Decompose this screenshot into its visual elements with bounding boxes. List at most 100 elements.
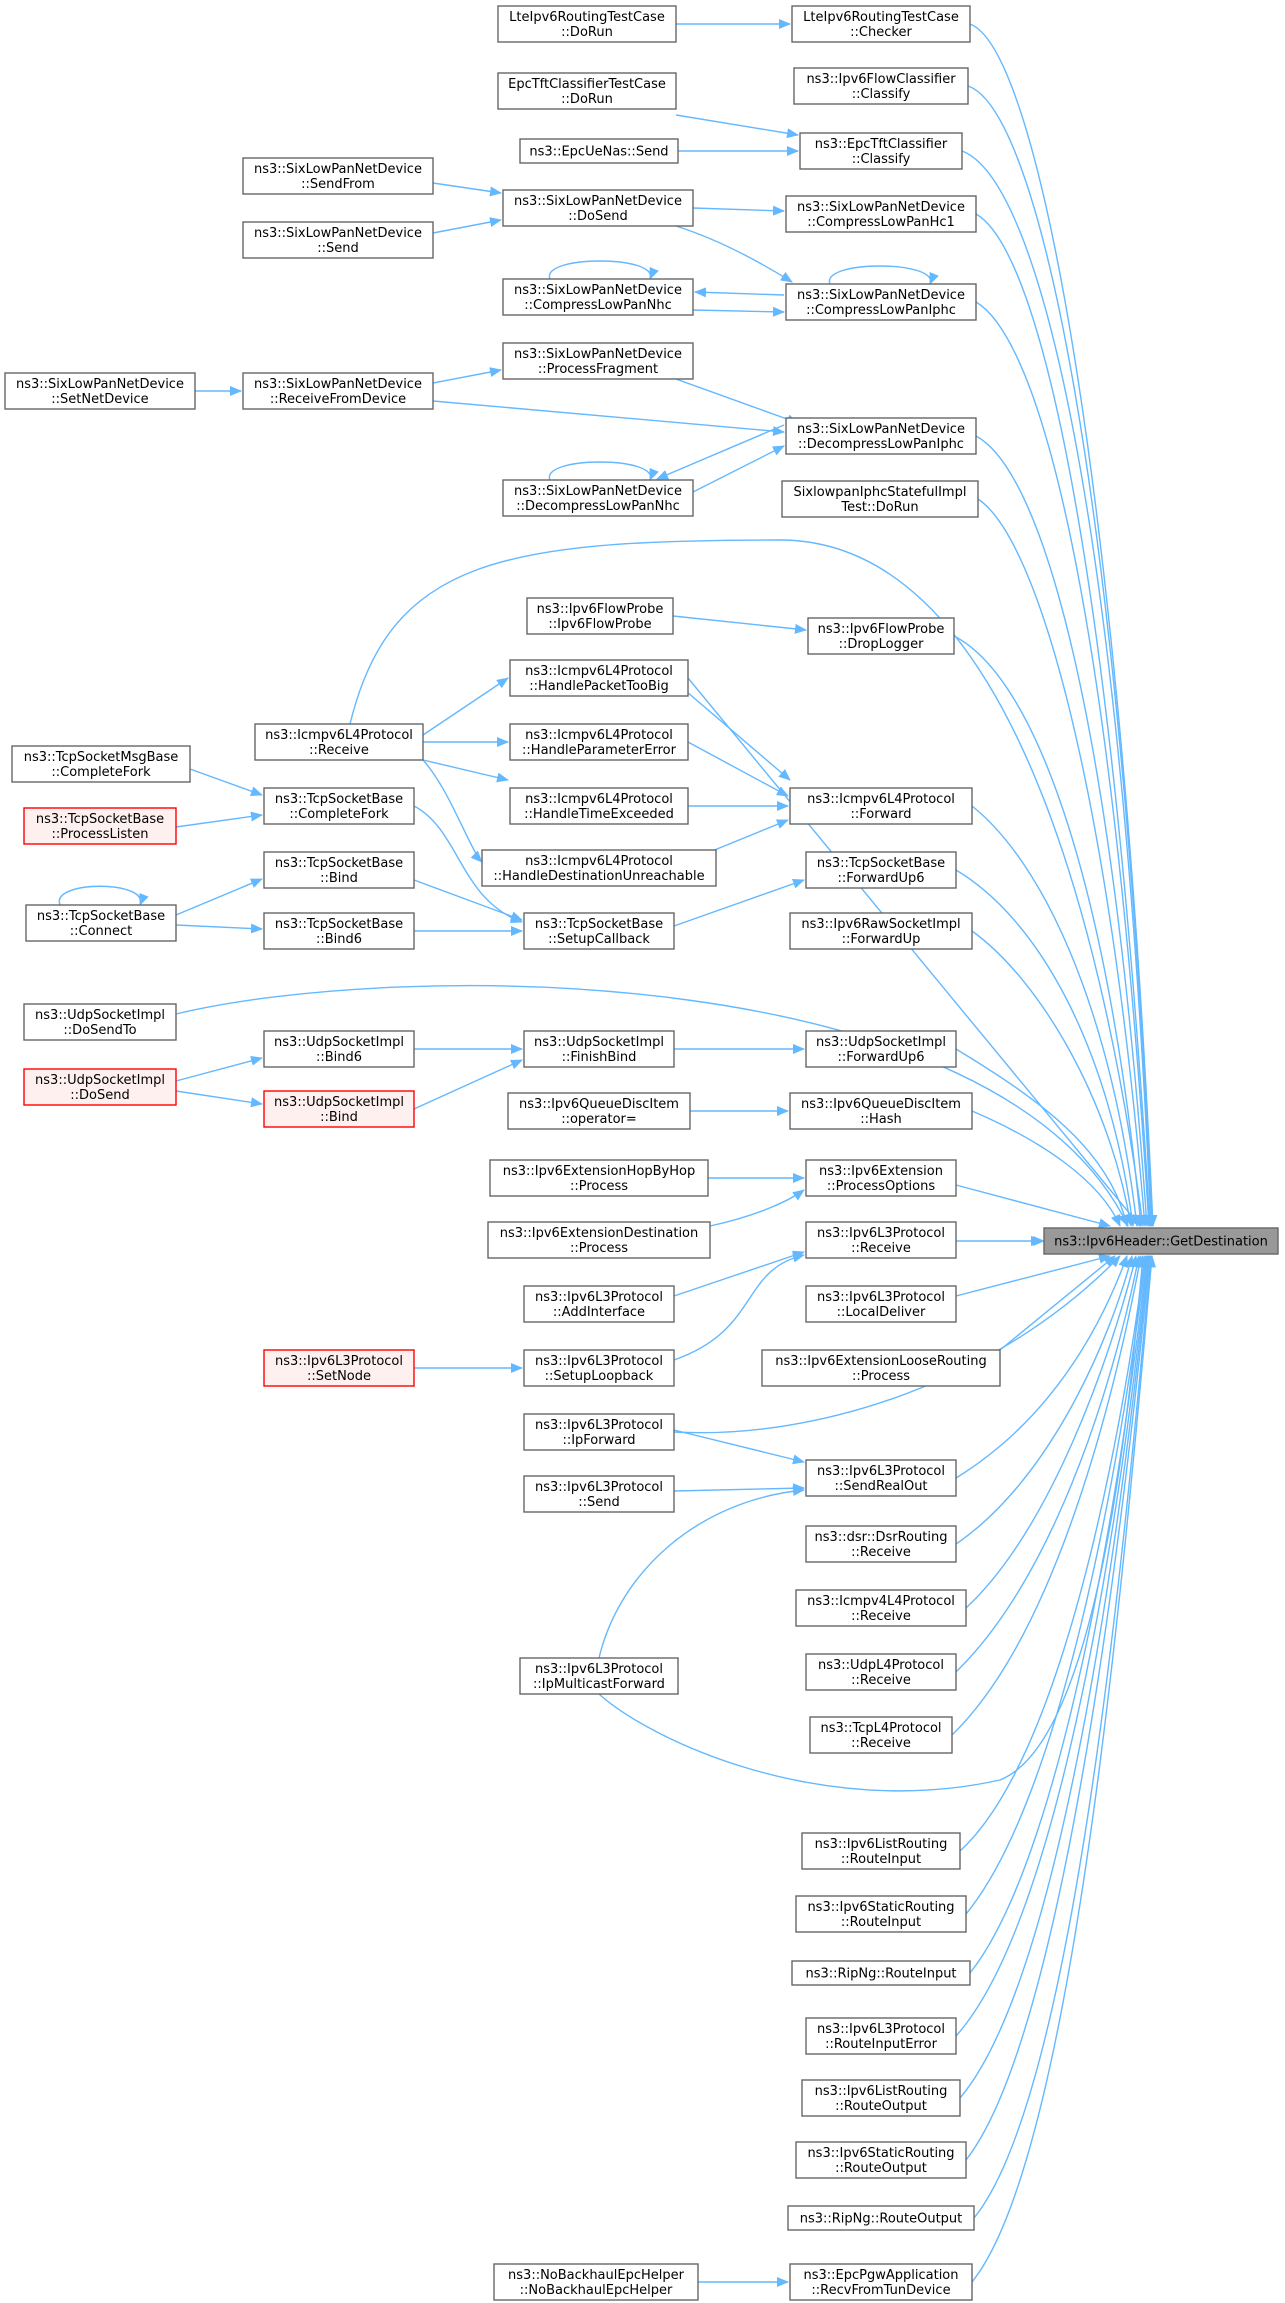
function-node-box[interactable]	[242, 372, 434, 410]
function-node[interactable]: ns3::Ipv6L3Protocol::IpForward	[523, 1413, 675, 1451]
function-node-box[interactable]	[263, 912, 415, 950]
function-node-box[interactable]	[509, 723, 689, 761]
function-node-box[interactable]	[502, 342, 694, 380]
function-node-box[interactable]	[481, 849, 717, 887]
function-node[interactable]: ns3::SixLowPanNetDevice::SendFrom	[242, 157, 434, 195]
function-node[interactable]: ns3::UdpSocketImpl::Bind6	[263, 1030, 415, 1068]
function-node[interactable]: ns3::Ipv6FlowProbe::Ipv6FlowProbe	[526, 597, 674, 635]
function-node[interactable]: ns3::Ipv6Extension::ProcessOptions	[805, 1159, 957, 1197]
function-node-box[interactable]	[805, 1285, 957, 1323]
function-node-box[interactable]	[795, 1589, 967, 1627]
function-node[interactable]: ns3::dsr::DsrRouting::Receive	[805, 1525, 957, 1563]
function-node-box[interactable]	[795, 1895, 967, 1933]
function-node[interactable]: ns3::UdpSocketImpl::FinishBind	[523, 1030, 675, 1068]
function-node-box[interactable]	[23, 1068, 177, 1106]
function-node-box[interactable]	[801, 2079, 961, 2117]
function-node-box[interactable]	[523, 1413, 675, 1451]
function-node-box[interactable]	[254, 723, 424, 761]
function-node-box[interactable]	[519, 138, 679, 164]
function-node-box[interactable]	[781, 480, 979, 518]
function-node[interactable]: ns3::SixLowPanNetDevice::DoSend	[502, 189, 694, 227]
function-node[interactable]: ns3::TcpSocketBase::ForwardUp6	[805, 851, 957, 889]
function-node-box[interactable]	[809, 1716, 953, 1754]
function-node-box[interactable]	[263, 1090, 415, 1128]
function-node[interactable]: ns3::Ipv6ExtensionDestination::Process	[487, 1221, 711, 1259]
function-node-box[interactable]	[487, 1221, 711, 1259]
function-node-box[interactable]	[263, 787, 415, 825]
function-node-box[interactable]	[805, 1459, 957, 1497]
function-node-box[interactable]	[805, 2017, 957, 2055]
function-node[interactable]: ns3::Icmpv6L4Protocol::HandleParameterEr…	[509, 723, 689, 761]
function-node[interactable]: ns3::UdpSocketImpl::DoSendTo	[23, 1003, 177, 1041]
function-node[interactable]: ns3::TcpSocketBase::Bind6	[263, 912, 415, 950]
function-node-box[interactable]	[789, 787, 973, 825]
function-node-box[interactable]	[785, 417, 977, 455]
function-node[interactable]: ns3::Icmpv6L4Protocol::HandleTimeExceede…	[509, 787, 689, 825]
function-node[interactable]: ns3::TcpSocketBase::Connect	[25, 904, 177, 942]
function-node[interactable]: ns3::EpcUeNas::Send	[519, 138, 679, 164]
function-node-box[interactable]	[242, 221, 434, 259]
function-node-box[interactable]	[493, 2263, 699, 2301]
function-node[interactable]: ns3::Ipv6ListRouting::RouteOutput	[801, 2079, 961, 2117]
function-node[interactable]: ns3::TcpSocketBase::SetupCallback	[523, 912, 675, 950]
function-node[interactable]: ns3::Ipv6StaticRouting::RouteInput	[795, 1895, 967, 1933]
function-node-box[interactable]	[799, 132, 963, 170]
function-node-box[interactable]	[805, 1653, 957, 1691]
function-node-box[interactable]	[805, 1221, 957, 1259]
function-node[interactable]: ns3::SixLowPanNetDevice::CompressLowPanH…	[785, 195, 977, 233]
function-node-box[interactable]	[523, 1349, 675, 1387]
function-node-box[interactable]	[11, 745, 191, 783]
function-node[interactable]: ns3::TcpSocketMsgBase::CompleteFork	[11, 745, 191, 783]
function-node[interactable]: ns3::Ipv6ExtensionHopByHop::Process	[489, 1159, 709, 1197]
function-node[interactable]: ns3::Ipv6FlowProbe::DropLogger	[807, 617, 955, 655]
function-node[interactable]: ns3::TcpSocketBase::ProcessListen	[23, 807, 177, 845]
function-node[interactable]: ns3::EpcTftClassifier::Classify	[799, 132, 963, 170]
function-node[interactable]: ns3::UdpSocketImpl::DoSend	[23, 1068, 177, 1106]
function-node-box[interactable]	[502, 189, 694, 227]
function-node[interactable]: LteIpv6RoutingTestCase::DoRun	[497, 5, 677, 43]
function-node-box[interactable]	[263, 1349, 415, 1387]
function-node[interactable]: ns3::EpcPgwApplication::RecvFromTunDevic…	[789, 2263, 973, 2301]
function-node-box[interactable]	[785, 283, 977, 321]
function-node[interactable]: ns3::SixLowPanNetDevice::ProcessFragment	[502, 342, 694, 380]
function-node[interactable]: ns3::Ipv6QueueDiscItem::operator=	[507, 1092, 691, 1130]
function-node[interactable]: ns3::Ipv6StaticRouting::RouteOutput	[795, 2141, 967, 2179]
function-node-box[interactable]	[523, 1475, 675, 1513]
function-node-box[interactable]	[761, 1349, 1001, 1387]
function-node-box[interactable]	[489, 1159, 709, 1197]
function-node[interactable]: ns3::UdpSocketImpl::ForwardUp6	[805, 1030, 957, 1068]
function-node[interactable]: ns3::Ipv6L3Protocol::Send	[523, 1475, 675, 1513]
function-node[interactable]: ns3::Icmpv6L4Protocol::HandleDestination…	[481, 849, 717, 887]
function-node-box[interactable]	[526, 597, 674, 635]
function-node-box[interactable]	[805, 1525, 957, 1563]
function-node-box[interactable]	[519, 1657, 679, 1695]
function-node-box[interactable]	[23, 807, 177, 845]
function-node[interactable]: ns3::Ipv6L3Protocol::SetupLoopback	[523, 1349, 675, 1387]
function-node-box[interactable]	[507, 1092, 691, 1130]
function-node[interactable]: ns3::SixLowPanNetDevice::SetNetDevice	[4, 372, 196, 410]
function-node[interactable]: ns3::Icmpv6L4Protocol::Forward	[789, 787, 973, 825]
function-node[interactable]: ns3::Ipv6L3Protocol::SendRealOut	[805, 1459, 957, 1497]
function-node[interactable]: ns3::SixLowPanNetDevice::DecompressLowPa…	[785, 417, 977, 455]
function-node[interactable]: ns3::Ipv6L3Protocol::Receive	[805, 1221, 957, 1259]
function-node-box[interactable]	[502, 479, 694, 517]
function-node-box[interactable]	[502, 278, 694, 316]
function-node[interactable]: ns3::Ipv6RawSocketImpl::ForwardUp	[789, 912, 973, 950]
function-node-box[interactable]	[801, 1832, 961, 1870]
function-node-box[interactable]	[263, 851, 415, 889]
function-node-box[interactable]	[497, 5, 677, 43]
function-node-box[interactable]	[795, 2141, 967, 2179]
function-node[interactable]: ns3::Icmpv6L4Protocol::HandlePacketTooBi…	[509, 659, 689, 697]
target-function-node[interactable]: ns3::Ipv6Header::GetDestination	[1043, 1227, 1279, 1255]
function-node[interactable]: ns3::SixLowPanNetDevice::CompressLowPanN…	[502, 278, 694, 316]
function-node[interactable]: ns3::Ipv6L3Protocol::SetNode	[263, 1349, 415, 1387]
function-node[interactable]: EpcTftClassifierTestCase::DoRun	[497, 72, 677, 110]
function-node[interactable]: ns3::Ipv6L3Protocol::IpMulticastForward	[519, 1657, 679, 1695]
function-node[interactable]: ns3::Ipv6L3Protocol::RouteInputError	[805, 2017, 957, 2055]
function-node[interactable]: ns3::TcpSocketBase::CompleteFork	[263, 787, 415, 825]
function-node[interactable]: ns3::RipNg::RouteInput	[791, 1960, 971, 1986]
function-node-box[interactable]	[523, 1285, 675, 1323]
function-node[interactable]: ns3::UdpL4Protocol::Receive	[805, 1653, 957, 1691]
function-node[interactable]: ns3::TcpSocketBase::Bind	[263, 851, 415, 889]
